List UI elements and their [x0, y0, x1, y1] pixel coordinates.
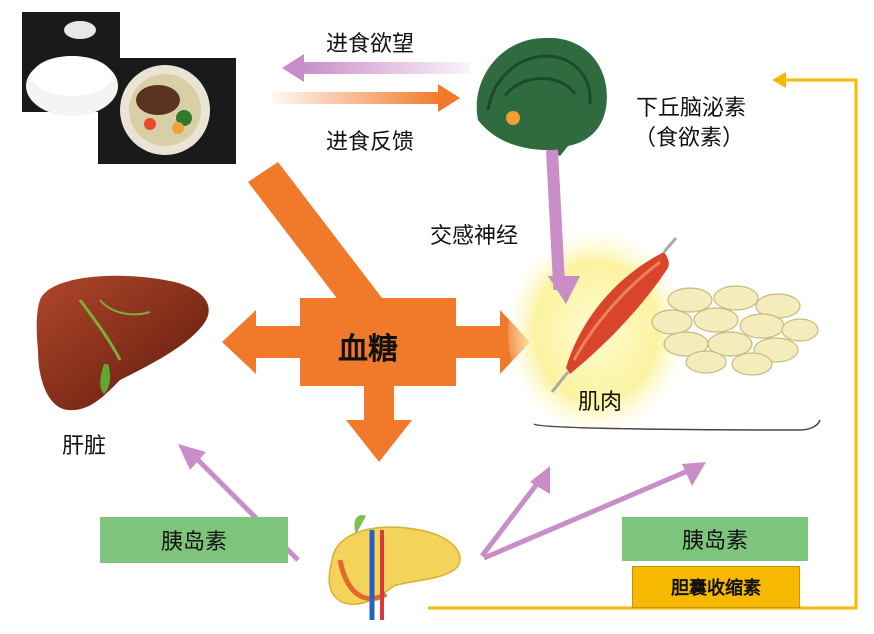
- appetite-label: 进食欲望: [326, 32, 415, 57]
- feeding-feedback-arrow: [272, 84, 460, 112]
- insulin-to-muscle-arrow: [480, 466, 550, 558]
- hypothalamus-hormone-label: 下丘脑泌素: [636, 96, 747, 121]
- food-icon: [22, 12, 236, 164]
- pancreas-icon: [328, 515, 461, 620]
- muscle-label: 肌肉: [578, 390, 623, 415]
- insulin-box-left: 胰岛素: [100, 517, 288, 563]
- insulin-to-fat-arrow: [483, 462, 706, 561]
- blood-sugar-hub: [222, 298, 530, 462]
- cholecystokinin-feedback-line: [428, 72, 858, 610]
- muscle-icon: [508, 232, 821, 432]
- liver-icon: [36, 275, 209, 411]
- food-to-blood-sugar-arrow: [248, 162, 382, 318]
- feeding-feedback-label: 进食反馈: [326, 130, 415, 155]
- blood-sugar-label: 血糖: [338, 332, 398, 367]
- brain-icon: [476, 37, 607, 156]
- appetite-arrow: [282, 54, 470, 82]
- insulin-box-right: 胰岛素: [622, 517, 808, 561]
- orexin-label: （食欲素）: [634, 126, 745, 151]
- cholecystokinin-box: 胆囊收缩素: [632, 566, 800, 608]
- sympathetic-label: 交感神经: [430, 224, 519, 249]
- liver-label: 肝脏: [62, 434, 107, 459]
- sympathetic-arrow: [546, 149, 580, 304]
